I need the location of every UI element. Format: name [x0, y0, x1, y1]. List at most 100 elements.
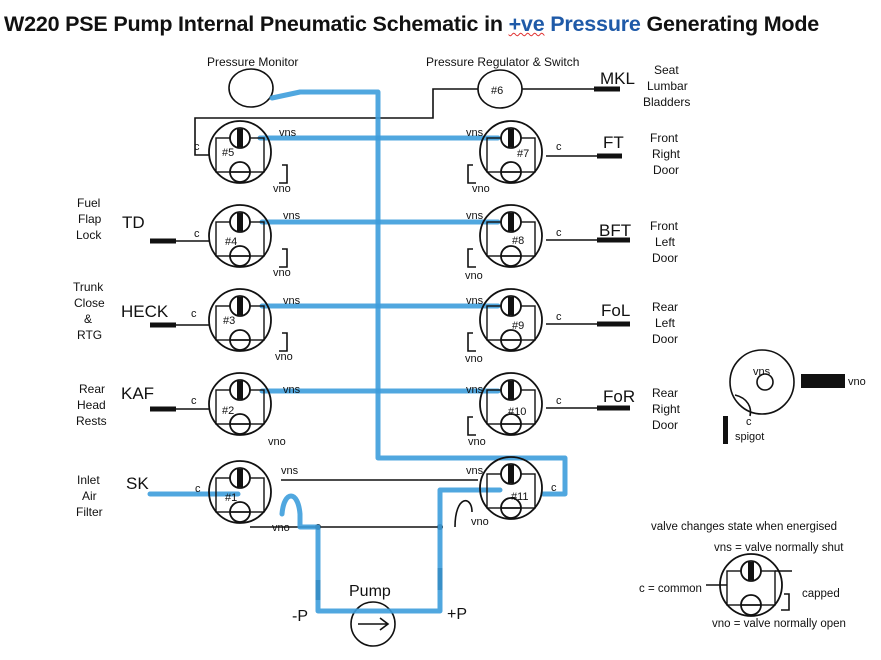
- port-ft-tag: FT: [603, 133, 624, 152]
- pressure-monitor-shape: [228, 68, 274, 108]
- spigot-vno-label: vno: [848, 376, 866, 388]
- vno-label-11: vno: [471, 516, 489, 528]
- valve-2-number: #2: [222, 405, 234, 417]
- vno-label-10: vno: [468, 436, 486, 448]
- port-kaf-tag: KAF: [121, 384, 154, 403]
- svg-text:Lock: Lock: [76, 228, 102, 242]
- svg-text:Flap: Flap: [78, 212, 102, 226]
- valve-3: [208, 288, 272, 352]
- port-mkl-tag: MKL: [600, 69, 635, 88]
- svg-text:Bladders: Bladders: [643, 95, 690, 109]
- c-label-4: c: [194, 228, 200, 240]
- c-label-10: c: [556, 395, 562, 407]
- c-label-8: c: [556, 227, 562, 239]
- port-kaf-desc: Rear Head Rests: [76, 382, 107, 428]
- c-label-11: c: [551, 482, 557, 494]
- svg-text:Head: Head: [77, 398, 106, 412]
- c-label-3: c: [191, 308, 197, 320]
- valve-1-number: #1: [225, 492, 237, 504]
- svg-text:Trunk: Trunk: [73, 280, 104, 294]
- spigot-vns-label: vns: [753, 366, 771, 378]
- legend-capped-text: capped: [802, 588, 840, 600]
- vno-label-9: vno: [465, 353, 483, 365]
- svg-text:Rear: Rear: [79, 382, 105, 396]
- vno-label-5: vno: [273, 183, 291, 195]
- port-td-desc: Fuel Flap Lock: [76, 196, 102, 242]
- port-td-tag: TD: [122, 213, 145, 232]
- valve-9-number: #9: [512, 320, 524, 332]
- vno-label-4: vno: [273, 267, 291, 279]
- port-ft-desc: Front Right Door: [650, 131, 681, 177]
- svg-text:Close: Close: [74, 296, 105, 310]
- valve-8: [479, 204, 543, 268]
- vns-label-9: vns: [466, 295, 484, 307]
- svg-text:Inlet: Inlet: [77, 473, 100, 487]
- valve-5-number: #5: [222, 147, 234, 159]
- spigot-label: spigot: [735, 431, 764, 443]
- svg-text:Rests: Rests: [76, 414, 107, 428]
- port-fol-tag: FoL: [601, 301, 630, 320]
- svg-text:Fuel: Fuel: [77, 196, 100, 210]
- diagram-title: W220 PSE Pump Internal Pneumatic Schemat…: [4, 12, 819, 37]
- vno-label-8: vno: [465, 270, 483, 282]
- vns-label-10: vns: [466, 384, 484, 396]
- legend-vno-text: vno = valve normally open: [712, 618, 846, 630]
- port-heck-desc: Trunk Close & RTG: [73, 280, 105, 342]
- valve-7: [479, 120, 543, 184]
- port-bft-tag: BFT: [599, 221, 631, 240]
- legend-vns-text: vns = valve normally shut: [714, 542, 844, 554]
- title-suffix: Generating Mode: [640, 12, 820, 36]
- port-for-desc: Rear Right Door: [652, 386, 681, 432]
- plus-p-label: +P: [447, 606, 467, 623]
- vns-label-5: vns: [279, 127, 297, 139]
- valve-7-number: #7: [517, 148, 529, 160]
- pressure-monitor-label: Pressure Monitor: [207, 55, 298, 69]
- svg-text:Door: Door: [653, 163, 679, 177]
- vno-label-3: vno: [275, 351, 293, 363]
- svg-text:Right: Right: [652, 402, 681, 416]
- valve-10: [479, 372, 543, 436]
- svg-text:Air: Air: [82, 489, 97, 503]
- valve-5: [208, 120, 272, 184]
- title-highlight-pressure: Pressure: [550, 12, 641, 36]
- svg-text:Rear: Rear: [652, 300, 678, 314]
- svg-text:Right: Right: [652, 147, 681, 161]
- svg-text:Door: Door: [652, 332, 678, 346]
- vno-label-2: vno: [268, 436, 286, 448]
- valve-legend: valve changes state when energised vns =…: [639, 521, 846, 630]
- valve-4-number: #4: [225, 236, 237, 248]
- svg-text:Front: Front: [650, 131, 679, 145]
- pump-label: Pump: [349, 583, 391, 600]
- title-prefix: W220 PSE Pump Internal Pneumatic Schemat…: [4, 12, 509, 36]
- minus-p-label: -P: [292, 608, 308, 625]
- svg-text:Left: Left: [655, 316, 676, 330]
- legend-changes-text: valve changes state when energised: [651, 521, 837, 533]
- svg-text:Door: Door: [652, 251, 678, 265]
- port-heck-tag: HECK: [121, 302, 169, 321]
- regulator-number: #6: [491, 85, 503, 97]
- valve-3-number: #3: [223, 315, 235, 327]
- port-bft-desc: Front Left Door: [650, 219, 679, 265]
- c-label-5: c: [194, 141, 200, 153]
- valve-2: [208, 372, 272, 436]
- vns-label-8: vns: [466, 210, 484, 222]
- svg-text:Rear: Rear: [652, 386, 678, 400]
- svg-text:Filter: Filter: [76, 505, 103, 519]
- svg-text:Lumbar: Lumbar: [647, 79, 688, 93]
- spigot-c-label: c: [746, 416, 752, 428]
- pump-shape: [350, 601, 396, 647]
- vns-label-4: vns: [283, 210, 301, 222]
- port-fol-desc: Rear Left Door: [652, 300, 678, 346]
- valve-4: [208, 204, 272, 268]
- port-for-tag: FoR: [603, 387, 635, 406]
- c-label-1: c: [195, 483, 201, 495]
- svg-text:RTG: RTG: [77, 328, 102, 342]
- vns-label-2: vns: [283, 384, 301, 396]
- vno-label-1: vno: [272, 522, 290, 534]
- port-sk-tag: SK: [126, 474, 149, 493]
- valve-10-number: #10: [508, 406, 526, 418]
- title-highlight-positive: +ve: [508, 12, 545, 36]
- pressure-lines: [147, 89, 568, 614]
- vns-label-7: vns: [466, 127, 484, 139]
